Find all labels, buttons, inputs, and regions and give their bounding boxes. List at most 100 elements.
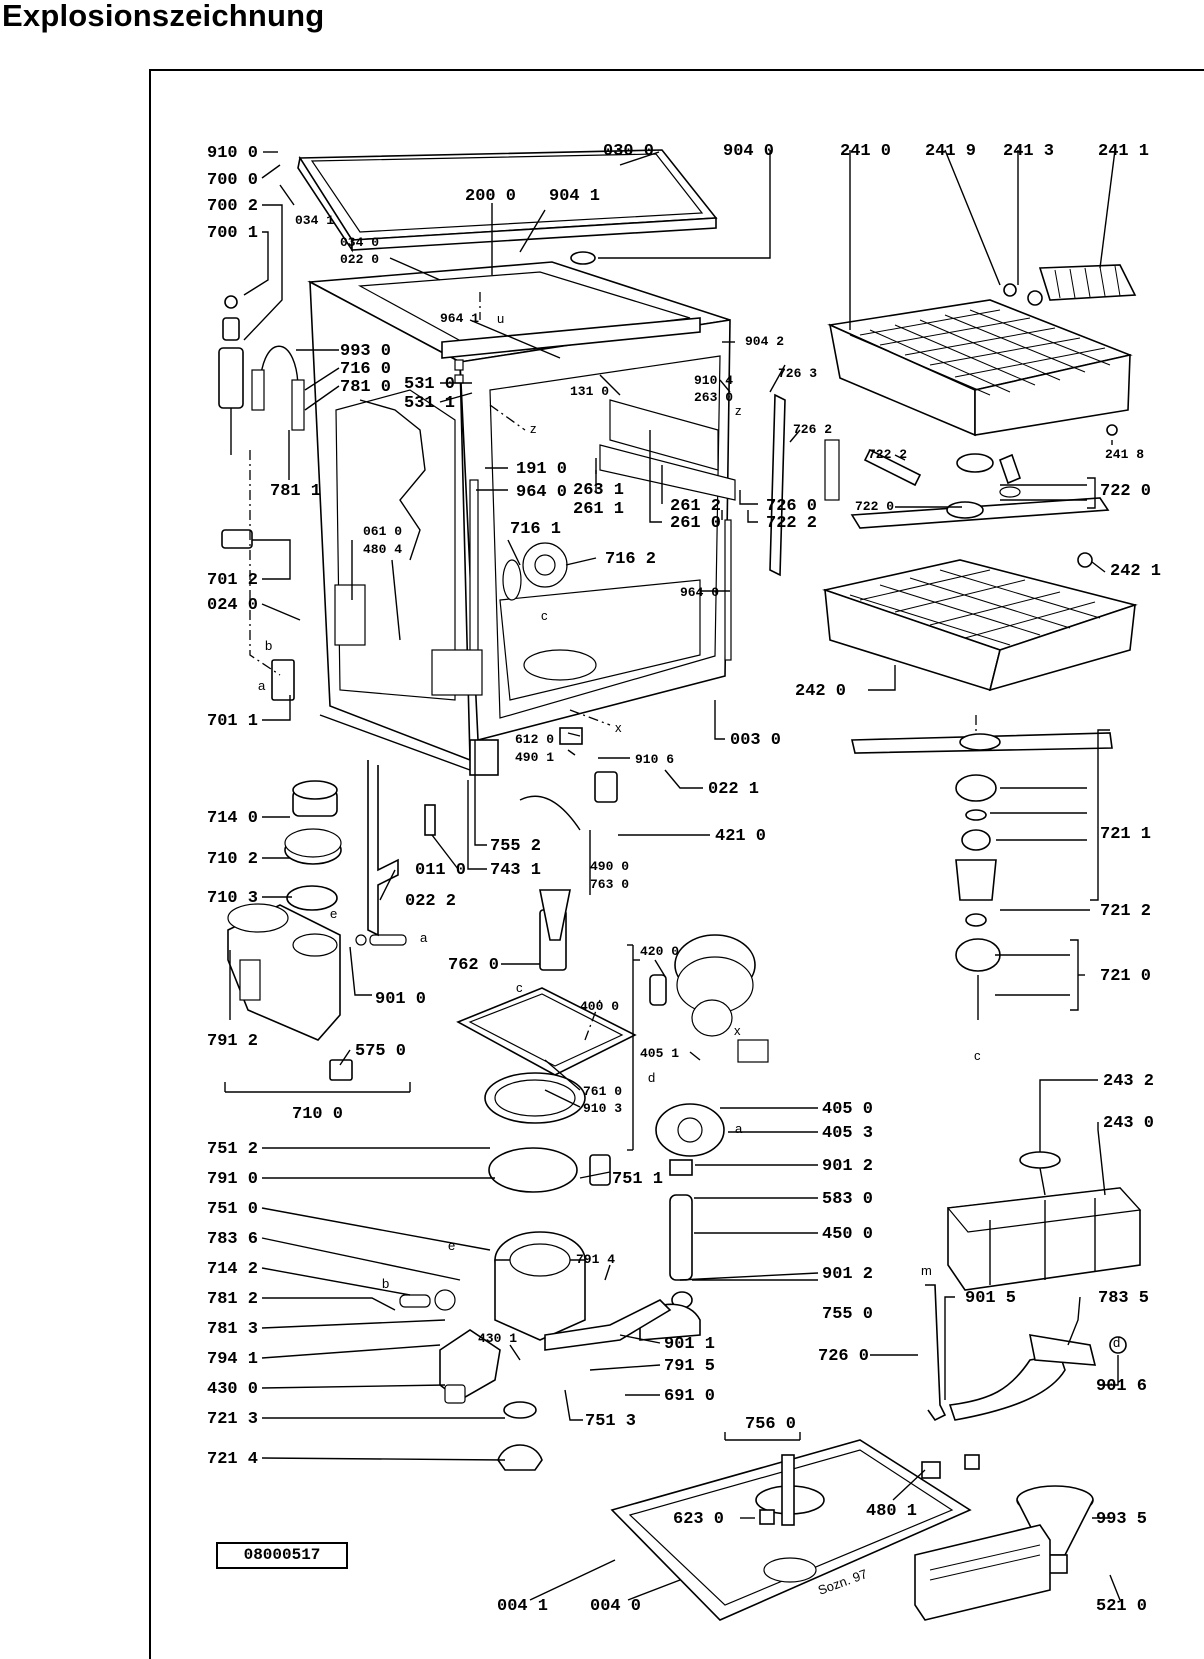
part-label: 910 6 <box>635 752 674 767</box>
part-label: 726 0 <box>766 497 817 516</box>
svg-text:c: c <box>516 980 523 995</box>
part-label: 022 0 <box>340 252 379 267</box>
part-label: 781 0 <box>340 378 391 397</box>
part-label: 583 0 <box>822 1190 873 1209</box>
hinge-icon <box>454 359 464 371</box>
part-label: 700 0 <box>207 171 258 190</box>
part-label: 993 5 <box>1096 1510 1147 1529</box>
pump-motor-icon <box>639 934 769 1341</box>
part-label: 131 0 <box>570 384 609 399</box>
part-label: 901 2 <box>822 1157 873 1176</box>
svg-text:a: a <box>420 930 428 945</box>
part-label: 241 0 <box>840 142 891 161</box>
svg-text:d: d <box>1113 1335 1120 1350</box>
part-label: 405 1 <box>640 1046 679 1061</box>
part-label: 022 2 <box>405 892 456 911</box>
svg-text:c: c <box>974 1048 981 1063</box>
control-panel-icon <box>914 1524 1051 1621</box>
svg-text:b: b <box>382 1276 389 1291</box>
part-label: 716 0 <box>340 360 391 379</box>
svg-text:d: d <box>648 1070 655 1085</box>
part-label: 791 2 <box>207 1032 258 1051</box>
part-label: 783 5 <box>1098 1289 1149 1308</box>
part-label: 722 2 <box>868 447 907 462</box>
part-label: 691 0 <box>664 1387 715 1406</box>
part-label: 531 1 <box>404 394 455 413</box>
page-title: Explosionszeichnung <box>2 0 325 33</box>
part-label: 904 1 <box>549 187 600 206</box>
part-label: 034 0 <box>340 235 379 250</box>
part-label: 791 4 <box>576 1252 615 1267</box>
part-label: 420 0 <box>640 944 679 959</box>
supply-pipe-icon <box>948 1354 1066 1421</box>
part-label: 901 6 <box>1096 1377 1147 1396</box>
part-label: 751 1 <box>612 1170 663 1189</box>
part-label: 751 0 <box>207 1200 258 1219</box>
part-label: 701 2 <box>207 571 258 590</box>
svg-text:z: z <box>530 421 537 436</box>
part-label: 726 3 <box>778 366 817 381</box>
foot-screw-icon <box>424 804 436 836</box>
part-label: 743 1 <box>490 861 541 880</box>
part-label: 430 0 <box>207 1380 258 1399</box>
svg-text:e: e <box>448 1238 455 1253</box>
part-label: 751 3 <box>585 1412 636 1431</box>
part-label: 901 0 <box>375 990 426 1009</box>
filter-insert-icon <box>589 1154 611 1186</box>
axis-line <box>489 404 526 431</box>
part-label: 191 0 <box>516 460 567 479</box>
part-label: 722 0 <box>1100 482 1151 501</box>
part-label: 910 4 <box>694 373 733 388</box>
part-label: 263 1 <box>573 481 624 500</box>
svg-text:b: b <box>265 638 272 653</box>
lower-basket-icon <box>822 559 1138 692</box>
part-label: 004 1 <box>497 1597 548 1616</box>
part-label: 781 2 <box>207 1290 258 1309</box>
part-label: 756 0 <box>745 1415 796 1434</box>
part-label: 901 5 <box>965 1289 1016 1308</box>
part-label: 521 0 <box>1096 1597 1147 1616</box>
part-label: 910 3 <box>583 1101 622 1116</box>
heater-relay-icon <box>594 771 618 803</box>
part-label: 061 0 <box>363 524 402 539</box>
part-label: 261 0 <box>670 514 721 533</box>
part-label: 490 1 <box>515 750 554 765</box>
svg-text:e: e <box>330 906 337 921</box>
roller-icon <box>1077 552 1093 568</box>
part-label: 964 0 <box>680 585 719 600</box>
part-label: 024 0 <box>207 596 258 615</box>
document-number: 08000517 <box>216 1542 348 1569</box>
part-label: 783 6 <box>207 1230 258 1249</box>
part-label: 993 0 <box>340 342 391 361</box>
part-label: 241 8 <box>1105 447 1144 462</box>
clip-icon <box>221 529 253 549</box>
clamp-icon <box>1109 1336 1127 1354</box>
part-label: 901 2 <box>822 1265 873 1284</box>
svg-text:c: c <box>541 608 548 623</box>
part-label: 701 1 <box>207 712 258 731</box>
part-label: 243 2 <box>1103 1072 1154 1091</box>
part-label: 263 0 <box>694 390 733 405</box>
part-label: 405 0 <box>822 1100 873 1119</box>
part-label: 721 0 <box>1100 967 1151 986</box>
dishwasher-cabinet-icon <box>307 261 736 771</box>
part-label: 490 0 <box>590 859 629 874</box>
part-label: 901 1 <box>664 1335 715 1354</box>
svg-text:m: m <box>921 1263 932 1278</box>
part-label: 242 1 <box>1110 562 1161 581</box>
part-label: 726 0 <box>818 1347 869 1366</box>
part-label: 243 0 <box>1103 1114 1154 1133</box>
leader-lines <box>229 149 1121 1601</box>
part-label: 405 3 <box>822 1124 873 1143</box>
hinge-icon <box>454 374 464 384</box>
hose-connector-icon <box>399 1289 456 1311</box>
part-label: 241 9 <box>925 142 976 161</box>
part-label: 710 0 <box>292 1105 343 1124</box>
axis-line <box>584 999 601 1041</box>
part-label: 781 1 <box>270 482 321 501</box>
part-label: 716 1 <box>510 520 561 539</box>
part-label: 612 0 <box>515 732 554 747</box>
rail-strip-icon <box>441 317 701 359</box>
roller-icon <box>1027 290 1043 306</box>
